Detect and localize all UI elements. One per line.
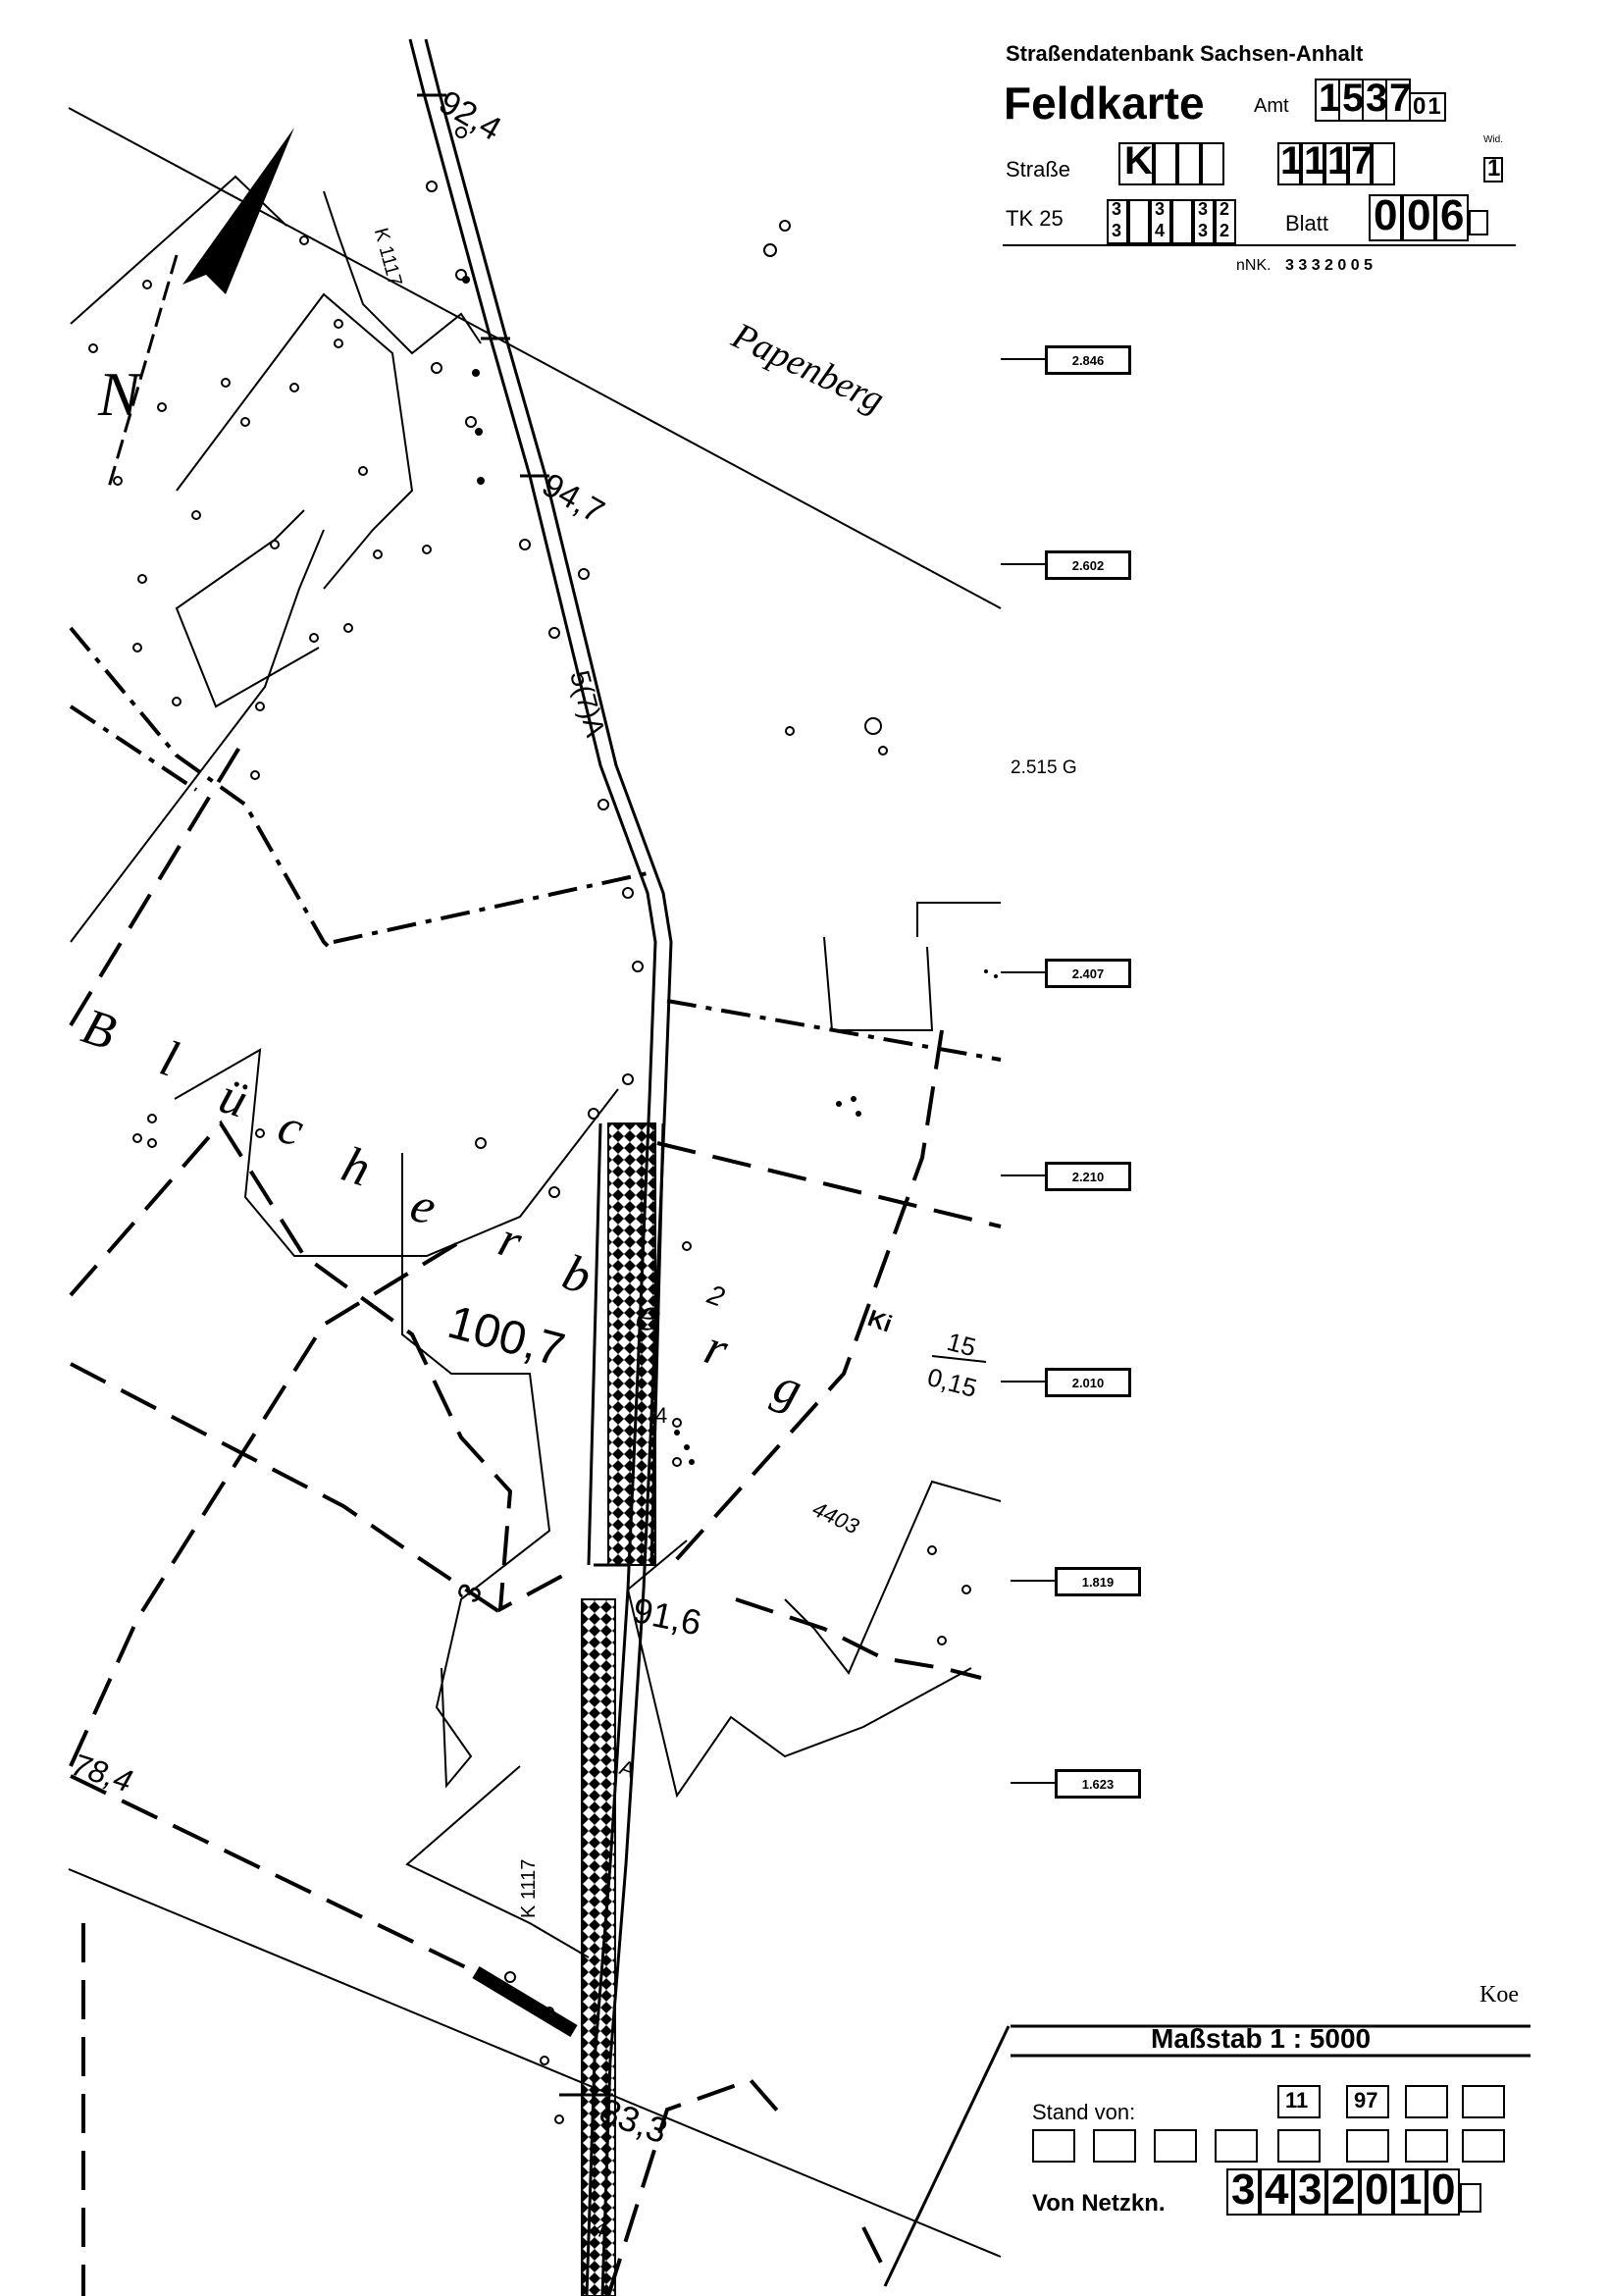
nnk-value: 3 3 3 2 0 0 5 — [1285, 257, 1373, 274]
road-embankment — [472, 1122, 665, 2296]
netz-digit: 0 — [1431, 2166, 1456, 2214]
small-label-4: 4 — [655, 1403, 668, 1428]
station-label: 2.010 — [1045, 1368, 1131, 1397]
strasse-class: K — [1124, 139, 1153, 183]
tk-digit: 4 — [1155, 221, 1166, 240]
amt-suffix: 01 — [1413, 93, 1443, 120]
road-ticks — [417, 93, 628, 2097]
scale-label: Maßstab 1 : 5000 — [1151, 2023, 1372, 2054]
header-doc-type: Feldkarte — [1004, 78, 1205, 129]
dashed-lines — [69, 744, 1002, 2296]
tk-digit: 3 — [1198, 221, 1209, 240]
nnk-label: nNK. — [1236, 257, 1272, 274]
stand-label: Stand von: — [1032, 2100, 1136, 2124]
boundary-lines — [69, 626, 1002, 1062]
strasse-digit: 1 — [1280, 139, 1303, 183]
contour-lines — [68, 107, 1002, 2258]
header-amt-label: Amt — [1254, 95, 1289, 117]
tk-digit: 3 — [1155, 199, 1166, 219]
tk-digit: 2 — [1220, 221, 1230, 240]
strasse-digit: 1 — [1327, 139, 1350, 183]
strasse-digit: 1 — [1304, 139, 1326, 183]
netz-digit: 2 — [1331, 2166, 1356, 2214]
north-letter: N — [98, 359, 140, 429]
amt-digit: 3 — [1366, 77, 1388, 120]
initials: Koe — [1479, 1982, 1519, 2008]
station-label: 2.210 — [1045, 1162, 1131, 1191]
stand-month: 11 — [1285, 2088, 1309, 2113]
blatt-digit: 0 — [1407, 191, 1431, 239]
tk-digit: 3 — [1112, 221, 1122, 240]
tk-digit: 3 — [1112, 199, 1122, 219]
tree-symbols — [88, 127, 971, 2124]
header-org: Straßendatenbank Sachsen-Anhalt — [1006, 41, 1364, 66]
amt-digit: 5 — [1342, 77, 1365, 120]
netz-label: Von Netzkn. — [1032, 2190, 1166, 2217]
netz-digit: 0 — [1365, 2166, 1389, 2214]
filled-dots — [462, 276, 998, 1465]
station-label: 2.846 — [1045, 345, 1131, 375]
header-strasse-label: Straße — [1006, 157, 1071, 182]
netz-digit: 1 — [1398, 2166, 1423, 2214]
forest-fraction-bar — [932, 1355, 987, 1363]
header-tk-label: TK 25 — [1006, 206, 1064, 231]
station-label: 2.407 — [1045, 959, 1131, 988]
north-arrow — [106, 128, 294, 492]
amt-digit: 1 — [1319, 77, 1341, 120]
tk-digit: 2 — [1220, 199, 1230, 219]
footer-frame — [883, 2024, 1531, 2287]
netz-digit: 4 — [1265, 2166, 1289, 2214]
point-station-label: 2.515 G — [1011, 757, 1077, 778]
amt-digit: 7 — [1389, 77, 1412, 120]
wid-value: 1 — [1487, 155, 1501, 182]
station-ticks — [1001, 358, 1055, 1784]
road-label-bottom: K 1117 — [518, 1858, 540, 1918]
header-blatt-label: Blatt — [1285, 211, 1329, 235]
station-label: 2.602 — [1045, 550, 1131, 580]
stand-year: 97 — [1354, 2088, 1378, 2113]
netz-digit: 3 — [1231, 2166, 1256, 2214]
station-label: 1.819 — [1055, 1567, 1141, 1596]
station-label: 1.623 — [1055, 1769, 1141, 1799]
strasse-digit: 7 — [1351, 139, 1374, 183]
blatt-digit: 6 — [1440, 191, 1465, 239]
blatt-digit: 0 — [1374, 191, 1398, 239]
netz-digit: 3 — [1298, 2166, 1323, 2214]
wid-label: Wid. — [1483, 134, 1503, 145]
tk-digit: 3 — [1198, 199, 1209, 219]
